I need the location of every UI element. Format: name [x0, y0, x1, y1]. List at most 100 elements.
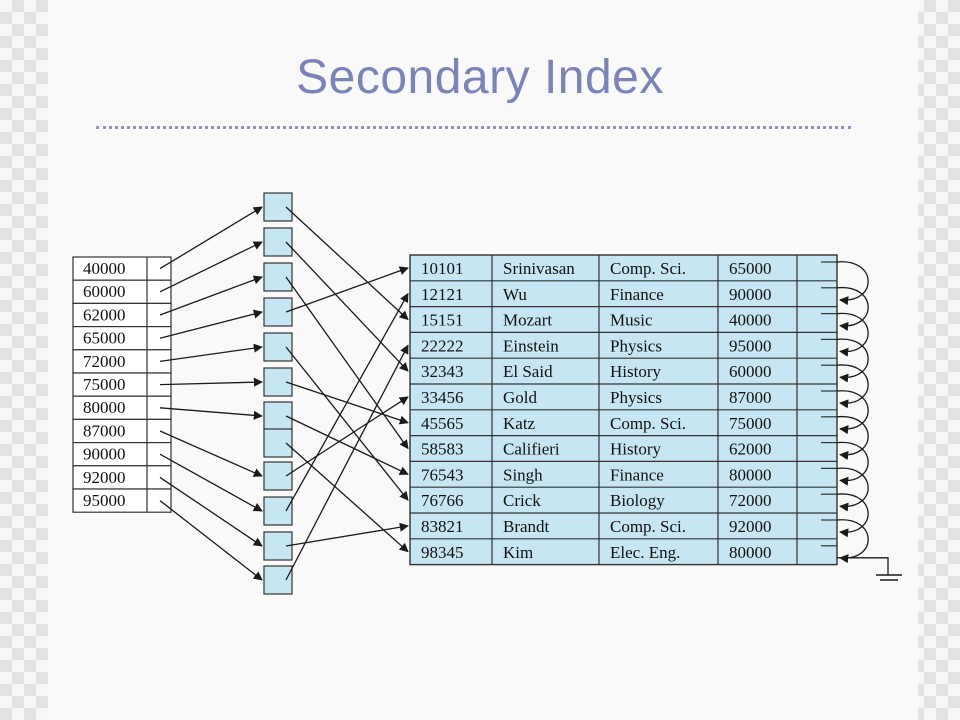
index-key-row: 87000 — [72, 418, 172, 444]
key-to-bucket-arrow — [159, 206, 263, 270]
index-key-value: 40000 — [83, 259, 126, 278]
record-id: 98345 — [421, 543, 464, 562]
record-dept: Comp. Sci. — [610, 259, 686, 278]
key-to-bucket-arrow — [159, 377, 263, 387]
record-id: 22222 — [421, 336, 464, 355]
index-key-row: 65000 — [72, 326, 172, 351]
bucket-box — [263, 332, 293, 362]
index-key-row: 62000 — [72, 302, 172, 328]
index-key-value: 72000 — [83, 352, 126, 371]
record-id: 12121 — [421, 285, 464, 304]
record-id: 33456 — [421, 388, 464, 407]
record-dept: Physics — [610, 336, 662, 355]
record-row: 76543 Singh Finance 80000 — [410, 460, 837, 484]
record-salary: 65000 — [729, 259, 772, 278]
record-row: 15151 Mozart Music 40000 — [410, 306, 837, 330]
record-id: 32343 — [421, 362, 464, 381]
record-salary: 92000 — [729, 517, 772, 536]
page-title: Secondary Index — [296, 51, 664, 104]
bucket-column — [263, 192, 293, 595]
record-row: 58583 Califieri History 62000 — [410, 435, 837, 459]
record-salary: 40000 — [729, 311, 772, 330]
record-row: 32343 El Said History 60000 — [410, 357, 837, 381]
bucket-to-record-arrow — [285, 344, 409, 581]
bucket-to-record-arrow — [285, 522, 409, 547]
record-dept: Elec. Eng. — [610, 543, 680, 562]
index-key-value: 92000 — [83, 468, 126, 487]
bucket-to-record-arrow — [285, 292, 409, 512]
index-key-row: 90000 — [72, 442, 172, 467]
bucket-box — [263, 428, 293, 458]
index-key-row: 60000 — [72, 279, 172, 305]
record-dept: Biology — [610, 491, 665, 510]
chain-pointer-arrow — [836, 287, 869, 331]
record-salary: 75000 — [729, 414, 772, 433]
key-to-bucket-arrow — [159, 500, 263, 581]
record-dept: Comp. Sci. — [610, 517, 686, 536]
record-id: 15151 — [421, 311, 464, 330]
bucket-box — [263, 262, 293, 292]
index-key-row: 72000 — [72, 349, 172, 374]
index-key-row: 80000 — [72, 395, 172, 421]
record-dept: Physics — [610, 388, 662, 407]
index-key-value: 65000 — [83, 329, 126, 348]
record-name: Einstein — [503, 336, 559, 355]
bucket-box — [263, 297, 293, 327]
index-key-value: 95000 — [83, 491, 126, 510]
record-dept: Finance — [610, 285, 664, 304]
index-key-value: 90000 — [83, 445, 126, 464]
bucket-to-record-arrow — [285, 266, 409, 313]
record-row: 10101 Srinivasan Comp. Sci. 65000 — [421, 259, 837, 278]
record-id: 58583 — [421, 440, 464, 459]
record-name: Katz — [503, 414, 536, 433]
record-name: Singh — [503, 465, 543, 484]
key-to-bucket-arrow — [159, 453, 263, 512]
record-dept: History — [610, 362, 662, 381]
record-name: Brandt — [503, 517, 550, 536]
title-divider — [96, 126, 851, 129]
index-key-value: 80000 — [83, 398, 126, 417]
record-salary: 60000 — [729, 362, 772, 381]
record-name: Califieri — [503, 440, 560, 459]
chain-pointer-arrow — [836, 312, 869, 357]
record-salary: 80000 — [729, 465, 772, 484]
record-salary: 80000 — [729, 543, 772, 562]
index-key-row: 92000 — [72, 465, 172, 490]
record-name: Gold — [503, 388, 538, 407]
index-key-row: 75000 — [72, 372, 172, 397]
bucket-box — [263, 401, 293, 431]
record-name: Srinivasan — [503, 259, 575, 278]
record-salary: 62000 — [729, 440, 772, 459]
record-name: Wu — [503, 285, 527, 304]
record-id: 83821 — [421, 517, 464, 536]
record-name: El Said — [503, 362, 553, 381]
key-to-bucket-arrow — [159, 309, 263, 339]
key-to-bucket-arrow — [159, 241, 263, 293]
bucket-box — [263, 461, 293, 491]
record-salary: 87000 — [729, 388, 772, 407]
key-to-bucket-arrow — [159, 476, 263, 547]
chain-pointer-arrow — [836, 390, 869, 435]
record-name: Mozart — [503, 311, 552, 330]
record-dept: Music — [610, 311, 653, 330]
pointer-arrows — [159, 206, 409, 581]
bucket-to-record-arrow — [285, 276, 409, 450]
chain-pointer-arrow — [836, 364, 869, 409]
record-chain-pointers — [836, 261, 869, 564]
chain-pointer-arrow — [836, 416, 869, 460]
key-to-bucket-arrow — [159, 343, 263, 363]
record-salary: 72000 — [729, 491, 772, 510]
key-to-bucket-arrow — [159, 275, 263, 316]
record-dept: Finance — [610, 465, 664, 484]
record-id: 76766 — [421, 491, 464, 510]
record-id: 10101 — [421, 259, 464, 278]
null-pointer-ground-symbol — [837, 557, 902, 581]
record-id: 76543 — [421, 465, 464, 484]
record-dept: History — [610, 440, 662, 459]
key-to-bucket-arrow — [159, 430, 263, 477]
